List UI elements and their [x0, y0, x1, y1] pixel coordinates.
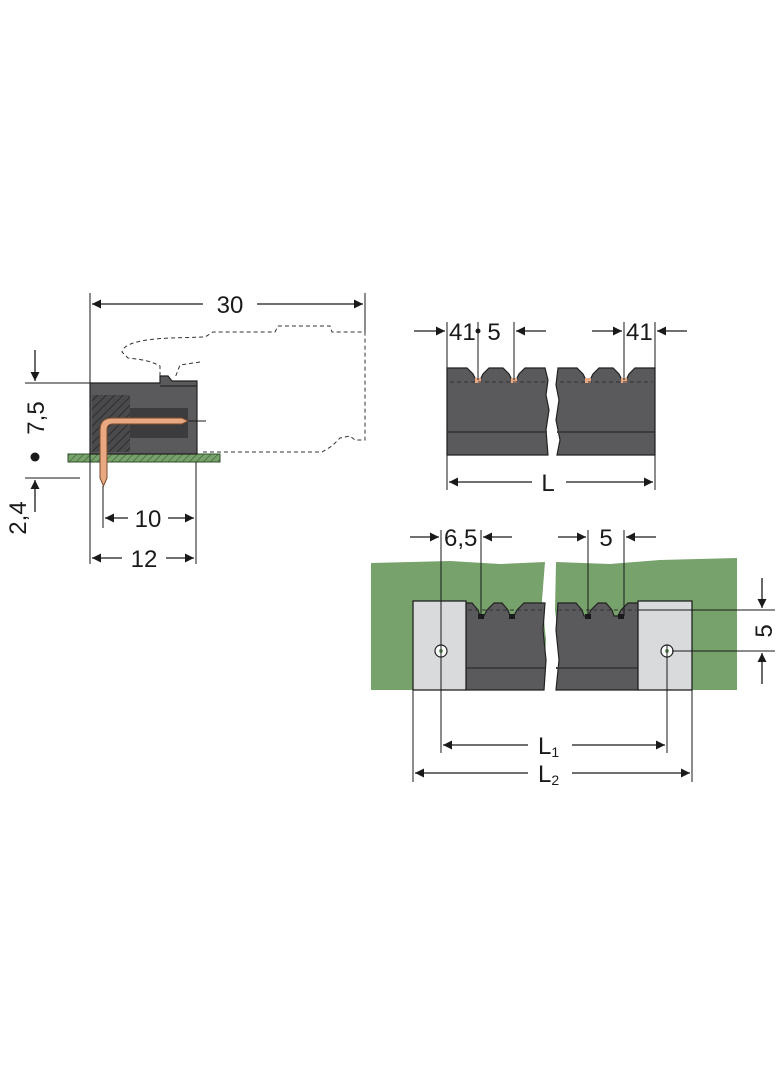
flange-view: 6,5 5 5 L1 L2 [371, 525, 778, 788]
dim-flange-offset: 6,5 [444, 525, 477, 552]
datum-point [30, 452, 40, 462]
dim-l1: L1 [538, 733, 559, 760]
header-block-left [446, 367, 550, 456]
dim-pitch-flange: 5 [599, 525, 612, 552]
mating-plug-latch [174, 361, 201, 379]
dim-pin-below-board: 2,4 [5, 501, 32, 534]
dim-l2: L2 [538, 761, 559, 788]
dim-length: L [541, 470, 554, 497]
dim-edge-left: 41 [449, 319, 476, 346]
dim-flange-height: 5 [751, 624, 778, 637]
pin-side [99, 417, 190, 488]
top-view: 41 5 41 L [414, 319, 687, 497]
dim-pin-offset: 10 [135, 506, 162, 533]
mating-plug-outline [121, 325, 366, 453]
dim-depth: 12 [131, 546, 158, 573]
side-view: 30 7,5 2,4 10 12 [5, 292, 366, 573]
dim-overall-length: 30 [217, 292, 244, 319]
dim-housing-height: 7,5 [23, 401, 50, 434]
header-block-flange-right [555, 602, 639, 691]
dim-pitch-top: 5 [487, 319, 500, 346]
header-block-right [555, 367, 656, 456]
dim-edge-right: 41 [626, 319, 653, 346]
pcb-board-side [67, 453, 221, 463]
